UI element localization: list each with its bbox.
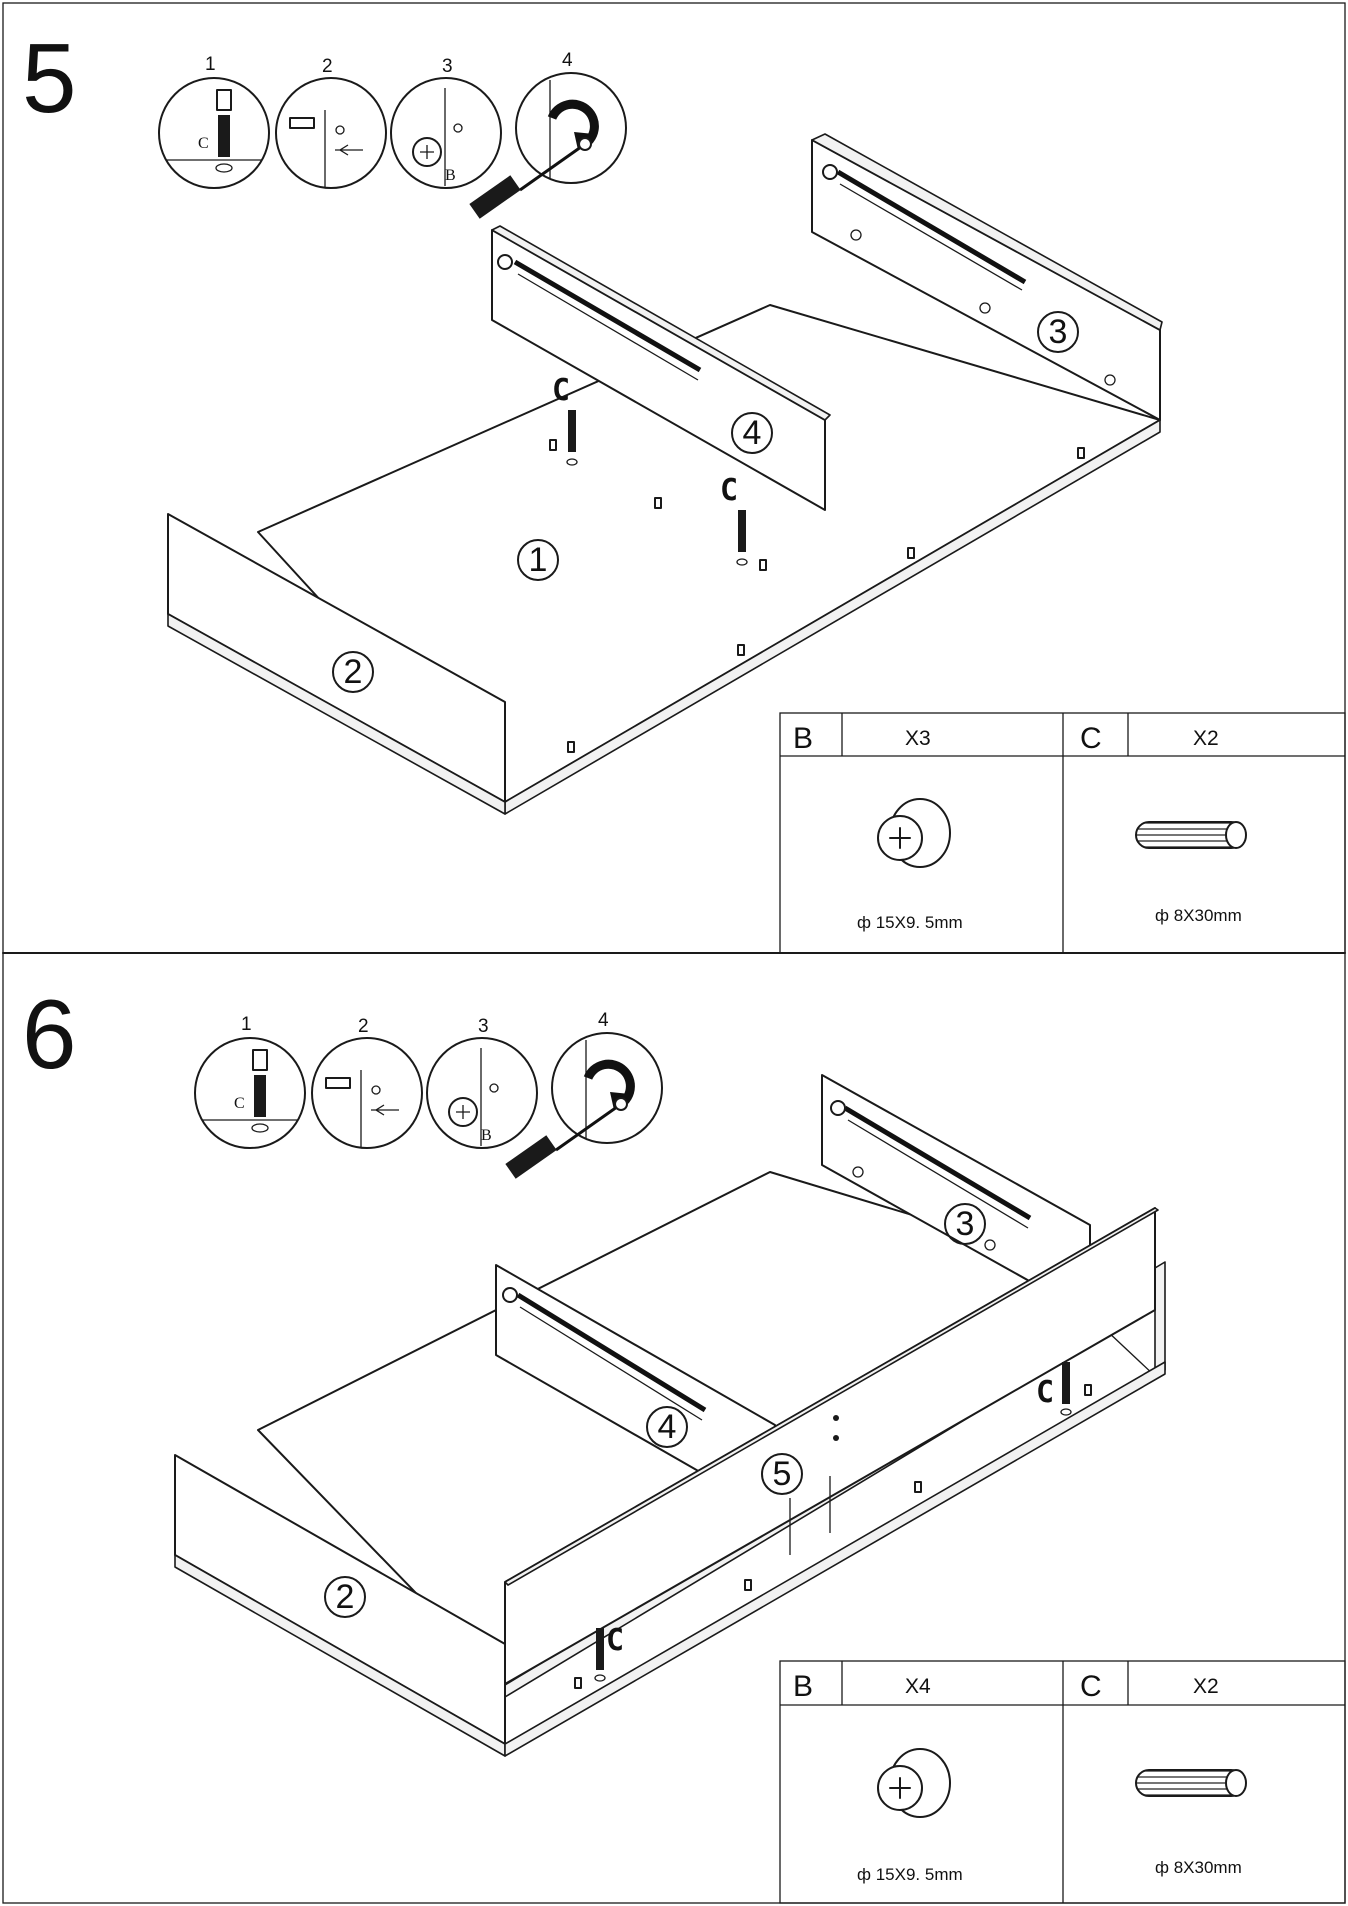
cam-lock-icon (877, 798, 951, 868)
part-number: 2 (336, 1578, 355, 1616)
part-number-badge (332, 651, 374, 693)
wooden-dowel-icon (1135, 821, 1247, 849)
cam-screw-icon (1077, 447, 1085, 459)
substep-label: 1 (241, 1014, 252, 1035)
part-number: 3 (956, 1205, 975, 1243)
step-number: 5 (22, 23, 77, 133)
inset-turn-screwdriver-icon (505, 1032, 663, 1179)
substep-label: 2 (358, 1016, 369, 1037)
cam-screw-icon (654, 497, 662, 509)
cam-screw-icon (744, 1579, 752, 1591)
hardware-table: B X3 C X2 ф 15X9. 5mm ф 8X30mm (779, 712, 1346, 954)
cam-screw-icon (907, 547, 915, 559)
part-number-badge (1037, 311, 1079, 353)
cam-lock-icon (877, 1748, 951, 1818)
cam-screw-icon (549, 439, 557, 451)
inset-label: B (445, 167, 456, 184)
inset-label: C (234, 1095, 245, 1112)
dowel-icon (1060, 1362, 1072, 1416)
furniture-drawing: 1 2 3 4 C C (167, 133, 1163, 815)
inset-label: C (198, 135, 209, 152)
dowel-icon (566, 410, 578, 466)
substep-insets: 1 2 3 4 C (158, 50, 627, 219)
substep-label: 3 (442, 56, 453, 77)
dowel-label: C (552, 373, 570, 408)
hardware-size: ф 8X30mm (1155, 906, 1242, 925)
part-number-badge (324, 1576, 366, 1618)
hardware-qty: X4 (905, 1675, 931, 1698)
part-number: 1 (529, 541, 548, 579)
hardware-qty: X3 (905, 727, 931, 750)
dowel-icon (736, 510, 748, 566)
dowel-icon (594, 1628, 606, 1682)
substep-label: 4 (598, 1010, 609, 1031)
step-6: 6 1 2 3 4 C (22, 979, 1346, 1904)
inset-insert-cam-icon: B (426, 1037, 538, 1149)
inset-label: B (481, 1127, 492, 1144)
substep-insets: 1 2 3 4 C (194, 1010, 663, 1179)
dowel-label: C (606, 1623, 624, 1658)
substep-label: 2 (322, 56, 333, 77)
wooden-dowel-icon (1135, 1769, 1247, 1797)
hardware-letter: B (793, 1670, 813, 1703)
part-number-badge (944, 1203, 986, 1245)
hardware-qty: X2 (1193, 727, 1219, 750)
substep-label: 3 (478, 1016, 489, 1037)
hardware-letter: C (1080, 1670, 1102, 1703)
furniture-drawing: 2 3 4 5 C C (174, 1074, 1166, 1757)
dowel-label: C (1036, 1375, 1054, 1410)
cam-screw-icon (914, 1481, 922, 1493)
hardware-size: ф 8X30mm (1155, 1858, 1242, 1877)
cam-screw-icon (1084, 1384, 1092, 1396)
part-number-badge (646, 1406, 688, 1448)
part-number: 2 (344, 653, 363, 691)
part-number: 3 (1049, 313, 1068, 351)
inset-insert-cam-icon: B (390, 77, 502, 189)
hardware-size: ф 15X9. 5mm (857, 913, 963, 932)
cam-screw-icon (567, 741, 575, 753)
inset-insert-dowel-icon: C (158, 77, 270, 189)
part-number: 5 (773, 1455, 792, 1493)
hardware-letter: C (1080, 722, 1102, 755)
hardware-letter: B (793, 722, 813, 755)
hardware-table: B X4 C X2 ф 15X9. 5mm ф 8X30mm (779, 1660, 1346, 1904)
cam-screw-icon (574, 1677, 582, 1689)
inset-turn-screwdriver-icon (469, 72, 627, 219)
cam-screw-icon (759, 559, 767, 571)
inset-insert-screw-icon (275, 77, 387, 189)
inset-insert-screw-icon (311, 1037, 423, 1149)
step-number: 6 (22, 979, 77, 1089)
hardware-qty: X2 (1193, 1675, 1219, 1698)
part-number-badge (517, 539, 559, 581)
hardware-size: ф 15X9. 5mm (857, 1865, 963, 1884)
substep-label: 4 (562, 50, 573, 71)
dowel-label: C (720, 473, 738, 508)
part-number-badge (761, 1453, 803, 1495)
cam-screw-icon (737, 644, 745, 656)
substep-label: 1 (205, 54, 216, 75)
step-5: 5 1 2 3 4 C (22, 23, 1346, 954)
inset-insert-dowel-icon: C (194, 1037, 306, 1149)
part-number: 4 (743, 414, 762, 452)
part-number-badge (731, 412, 773, 454)
part-number: 4 (658, 1408, 677, 1446)
